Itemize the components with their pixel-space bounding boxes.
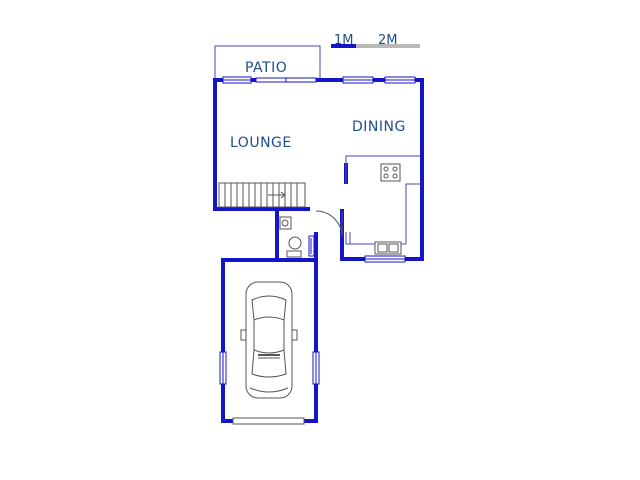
scale-bar: 1M 2M (331, 33, 420, 48)
car-icon (240, 281, 298, 399)
patio-sliding-door (255, 77, 317, 83)
garage-door (232, 417, 305, 425)
wc-fixtures (279, 216, 315, 258)
room-label-patio: PATIO (245, 60, 287, 76)
staircase (218, 182, 306, 208)
garage-windows (219, 351, 320, 385)
room-label-dining: DINING (352, 119, 406, 135)
kitchen-window (364, 255, 406, 263)
patio-outline (214, 45, 321, 80)
scale-label-1m: 1M (334, 33, 354, 48)
kitchen-stove (380, 163, 401, 182)
scale-label-2m: 2M (378, 33, 398, 48)
top-windows (222, 76, 416, 84)
kitchen-sink (374, 241, 402, 255)
room-label-lounge: LOUNGE (230, 135, 292, 151)
garage-walls (221, 258, 318, 423)
kitchen-counters (345, 155, 420, 245)
front-door (315, 210, 343, 238)
